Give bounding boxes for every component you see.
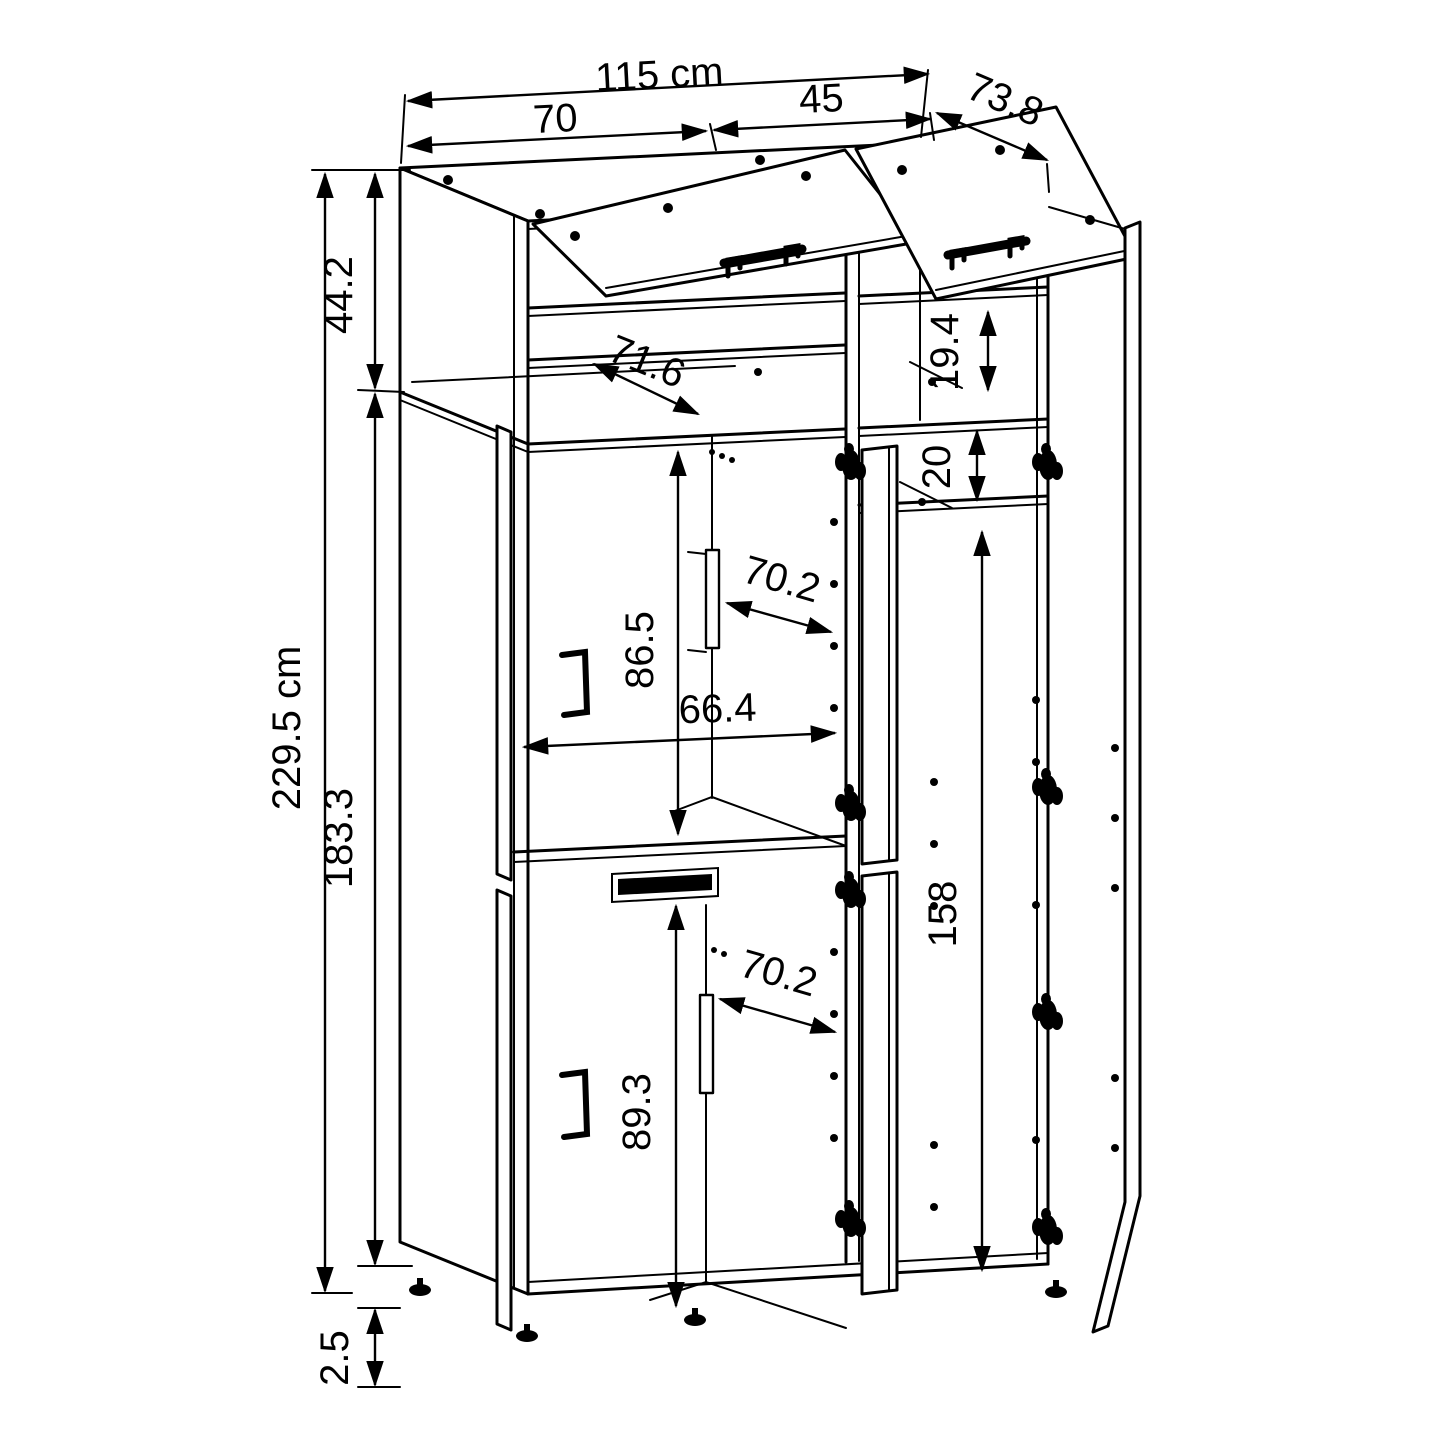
door-bar-handle-icon	[611, 866, 719, 904]
flap-handle-right-icon	[943, 235, 1031, 271]
foot-icon	[516, 1324, 538, 1342]
dim-label-top-right-inner-height: 19.4	[923, 313, 967, 391]
dim-label-right-width: 45	[798, 76, 845, 122]
lower-unit-interior	[512, 368, 1050, 1329]
open-doors	[495, 206, 1142, 1334]
door-upper-center	[860, 444, 899, 866]
dim-label-upper-inner-height: 86.5	[618, 611, 662, 689]
dim-label-feet-height: 2.5	[313, 1330, 357, 1386]
foot-icon	[409, 1278, 431, 1296]
dim-label-total-width: 115 cm	[594, 50, 724, 101]
door-right-tall	[1091, 220, 1142, 1334]
bottom-front-edge	[526, 1262, 1050, 1296]
door-lower-left	[495, 888, 513, 1332]
dim-label-total-height: 229.5 cm	[265, 646, 309, 811]
dimension-annotations: 115 cm 70 45 73.8 44.2 229.5 cm 183.3 2.…	[265, 50, 1050, 1388]
dim-label-door-width-upper: 70.2	[738, 548, 825, 612]
foot-icon	[684, 1308, 706, 1326]
door-handle-lower-left-icon	[559, 1068, 591, 1140]
foot-icon	[1045, 1280, 1067, 1298]
dim-label-body-height: 183.3	[317, 788, 361, 888]
dim-label-left-width: 70	[532, 96, 579, 142]
door-handle-upper-left-icon	[559, 648, 591, 718]
dim-label-top-unit-height: 44.2	[317, 256, 361, 334]
door-lower-center	[860, 870, 899, 1296]
dim-label-right-tall-inner-height: 158	[921, 881, 965, 948]
dim-label-inner-width: 66.4	[678, 686, 757, 733]
dim-label-right-box-height: 20	[915, 445, 959, 490]
dim-label-lower-inner-height: 89.3	[615, 1073, 659, 1151]
flap-handle-left-icon	[719, 243, 807, 279]
dim-label-inner-depth-top: 71.6	[603, 327, 692, 397]
flap-door-right	[854, 105, 1138, 301]
door-upper-left	[495, 424, 513, 882]
dim-label-door-width-lower: 70.2	[735, 942, 822, 1006]
